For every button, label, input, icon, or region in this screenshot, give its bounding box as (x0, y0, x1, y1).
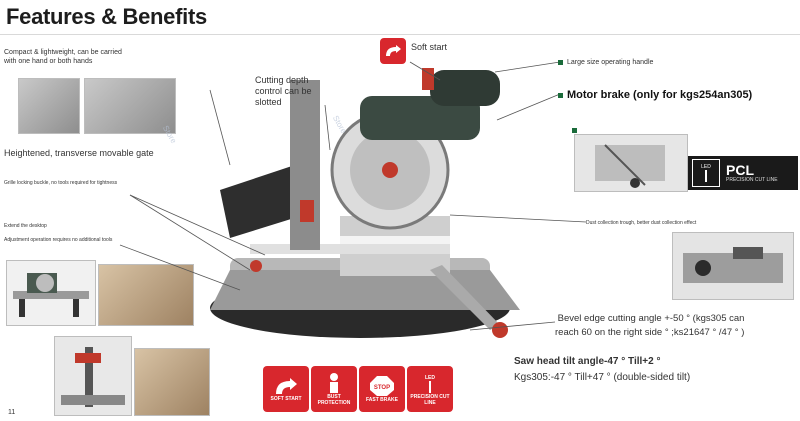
badge-soft-start-caption: SOFT START (270, 396, 302, 402)
miter-saw-illustration (210, 68, 520, 338)
label-compact: Compact & lightweight, can be carried wi… (4, 49, 122, 65)
label-extend: Extend the desktop (4, 223, 47, 229)
label-dust: Dust collection trough, better dust coll… (586, 220, 697, 226)
bullet-icon (558, 92, 563, 98)
photo-extended-table (6, 260, 96, 326)
bullet-icon (558, 59, 563, 65)
page-title: Features & Benefits (6, 4, 207, 29)
soft-start-top-badge (380, 38, 406, 64)
person-protection-icon (330, 373, 338, 393)
label-tilt-2: Kgs305:-47 ° Till+47 ° (double-sided til… (514, 372, 691, 383)
photo-carry-two-hands (84, 78, 176, 134)
soft-start-icon (386, 45, 401, 56)
label-adjustment: Adjustment operation requires no additio… (4, 237, 113, 243)
pcl-sub-text: PRECISION CUT LINE (726, 177, 778, 183)
label-motor-brake: Motor brake (only for kgs254an305) (558, 88, 752, 102)
svg-text:LED: LED (425, 375, 435, 381)
label-large-handle-text: Large size operating handle (567, 59, 654, 66)
badge-precision-cut-caption: PRECISION CUT LINE (410, 394, 450, 406)
stop-sign-icon: STOP (370, 376, 394, 396)
label-motor-brake-text: Motor brake (only for kgs254an305) (567, 89, 753, 101)
led-line-icon: LED (425, 375, 435, 393)
photo-dust-trough (672, 232, 794, 300)
badge-fast-brake-caption: FAST BRAKE (366, 397, 398, 403)
pcl-badge: LED PCL PRECISION CUT LINE (688, 156, 798, 190)
label-bevel-2: reach 60 on the right side ° ;ks21647 ° … (555, 327, 745, 338)
label-cutting-depth: Cutting depth control can be slotted (255, 75, 312, 107)
photo-grille-lock (134, 348, 210, 416)
soft-start-icon (276, 378, 297, 394)
pcl-led-text: LED (701, 164, 711, 170)
badge-protection-caption: BUST PROTECTION (317, 394, 351, 406)
badge-precision-cut: LED PRECISION CUT LINE (407, 366, 453, 412)
label-soft-start: Soft start (411, 42, 448, 52)
label-tilt-1: Saw head tilt angle-47 ° Till+2 ° (514, 356, 661, 367)
label-gate: Heightened, transverse movable gate (4, 148, 154, 158)
label-large-handle: Large size operating handle (558, 58, 653, 67)
photo-carry-one-hand (18, 78, 80, 134)
svg-text:STOP: STOP (374, 385, 390, 391)
pcl-main-text: PCL (726, 162, 754, 178)
page-number: 11 (8, 409, 16, 416)
photo-cutting-wood (98, 264, 194, 326)
badge-fast-brake: STOP FAST BRAKE (359, 366, 405, 412)
photo-led-cut-line (574, 134, 688, 192)
badge-soft-start: SOFT START (263, 366, 309, 412)
badge-protection: BUST PROTECTION (311, 366, 357, 412)
title-divider (0, 34, 800, 35)
led-line-icon: LED (692, 159, 720, 187)
label-bevel-1: Bevel edge cutting angle +-50 ° (kgs305 … (555, 313, 745, 324)
photo-gate-detail (54, 336, 132, 416)
bullet-icon (572, 122, 581, 140)
label-grille: Grille locking buckle, no tools required… (4, 180, 118, 186)
